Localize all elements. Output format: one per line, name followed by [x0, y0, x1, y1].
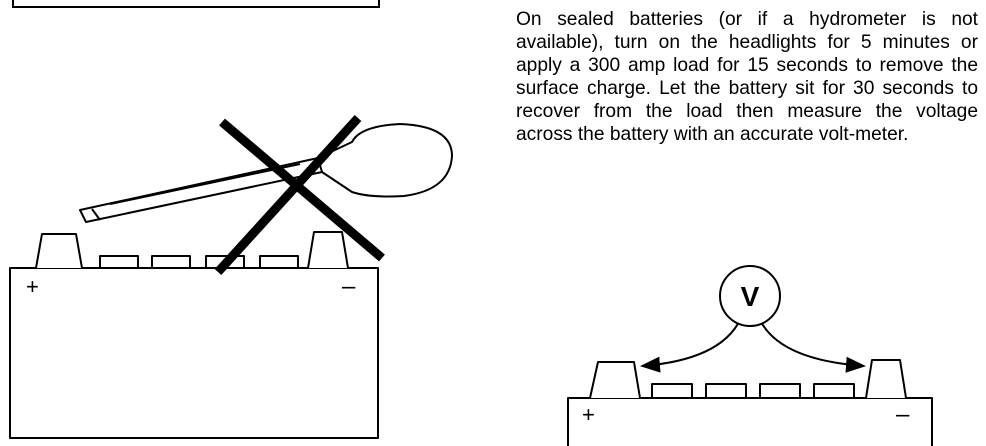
- positive-terminal-label: +: [582, 402, 595, 427]
- battery-negative-post: [865, 359, 907, 399]
- instruction-paragraph: On sealed batteries (or if a hydrometer …: [516, 9, 978, 145]
- prohibited-x-icon: [214, 114, 385, 276]
- cell-cap: [813, 383, 855, 399]
- voltmeter-icon: [719, 265, 781, 327]
- hydrometer-icon: [79, 123, 453, 223]
- battery-negative-post: [307, 231, 349, 269]
- cell-cap: [151, 255, 191, 269]
- voltmeter-negative-lead: [759, 319, 866, 373]
- voltmeter-label: V: [741, 281, 760, 312]
- note-box-bottom-edge: [12, 0, 380, 8]
- cell-cap: [259, 255, 299, 269]
- cell-cap: [651, 383, 693, 399]
- cell-cap: [759, 383, 801, 399]
- negative-terminal-label: –: [342, 273, 356, 300]
- cell-cap: [99, 255, 139, 269]
- battery-positive-post: [589, 361, 641, 399]
- negative-terminal-label: –: [896, 401, 910, 428]
- sealed-battery-hydrometer-figure: + –: [9, 114, 453, 439]
- battery-body: [567, 397, 933, 446]
- positive-terminal-label: +: [26, 274, 39, 299]
- voltmeter-battery-figure: V + –: [567, 265, 933, 446]
- cell-cap: [705, 383, 747, 399]
- voltmeter-positive-lead: [640, 319, 741, 373]
- battery-body: [9, 267, 379, 439]
- battery-positive-post: [35, 233, 83, 269]
